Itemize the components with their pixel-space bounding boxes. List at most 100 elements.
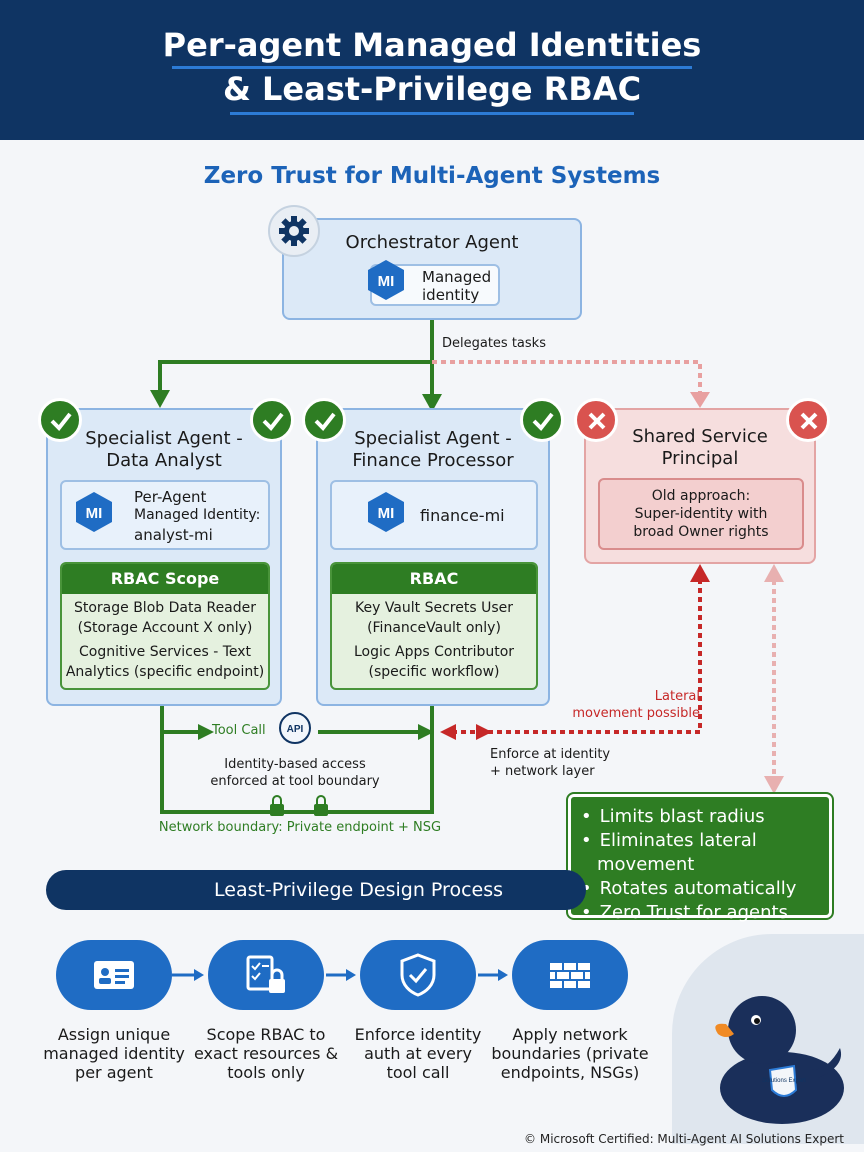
delegates-label: Delegates tasks: [442, 336, 546, 351]
arrow-head: [422, 394, 442, 412]
arrow-head: [198, 724, 214, 740]
process-title: Least-Privilege Design Process: [214, 879, 503, 901]
svg-text:Solutions Expert: Solutions Expert: [762, 1078, 806, 1084]
tool-call-label: Tool Call: [212, 723, 266, 738]
x-mark-icon: [786, 398, 830, 442]
lock-icon: [314, 804, 328, 816]
network-boundary-line: [160, 706, 434, 814]
benefit-item: Eliminates lateral movement: [597, 829, 829, 877]
identity-note-line1: Identity-based access: [224, 757, 366, 772]
shared-title-line1: Shared Service: [632, 426, 768, 447]
mi-line3: analyst-mi: [134, 526, 213, 544]
dotted-line: [432, 360, 702, 392]
mi-line1: Per-Agent: [134, 488, 207, 506]
x-mark-icon: [574, 398, 618, 442]
header-banner: Per-agent Managed Identities & Least-Pri…: [0, 0, 864, 140]
note-line1: Old approach:: [651, 488, 751, 504]
enforce-label-line2: + network layer: [490, 764, 595, 779]
lock-icon: [270, 804, 284, 816]
arrow-head: [418, 724, 434, 740]
check-icon: [38, 398, 82, 442]
enforce-label-line1: Enforce at identity: [490, 747, 611, 762]
rbac-header: RBAC: [332, 564, 536, 594]
title-underline: [172, 66, 692, 69]
agent-title-line1: Specialist Agent -: [354, 428, 512, 449]
svg-text:MI: MI: [86, 505, 103, 522]
check-icon: [520, 398, 564, 442]
step-assign-identity: [56, 940, 172, 1010]
arrow-head: [690, 392, 710, 408]
title-underline: [230, 112, 634, 115]
arrow-head: [440, 724, 456, 740]
role2-line1: Logic Apps Contributor: [353, 644, 515, 660]
mi-label-line2: identity: [422, 286, 480, 304]
identity-note-line2: enforced at tool boundary: [210, 774, 380, 789]
rbac-scope-panel: RBAC Scope Storage Blob Data Reader (Sto…: [60, 562, 270, 690]
managed-identity-icon: MI: [368, 260, 404, 300]
footer-copyright: © Microsoft Certified: Multi-Agent AI So…: [524, 1132, 844, 1146]
managed-identity-icon: MI: [368, 492, 404, 532]
svg-text:MI: MI: [378, 505, 395, 522]
agent-title-line2: Data Analyst: [106, 450, 222, 471]
benefit-item: Limits blast radius: [597, 805, 829, 829]
id-card-icon: [94, 961, 134, 989]
role2-line1: Cognitive Services - Text: [78, 644, 252, 660]
shared-service-principal-box: Shared Service Principal Old approach: S…: [584, 408, 816, 564]
agent-title-line1: Specialist Agent -: [85, 428, 243, 449]
shared-title-line2: Principal: [661, 448, 739, 469]
managed-identity-icon: MI: [76, 492, 112, 532]
page-title-line1: Per-agent Managed Identities: [162, 26, 702, 64]
role2-line2: Analytics (specific endpoint): [65, 664, 265, 680]
shield-check-icon: [400, 953, 436, 997]
role1-scope: (FinanceVault only): [367, 620, 501, 636]
agent-title-line2: Finance Processor: [352, 450, 514, 471]
rbac-scope-panel: RBAC Key Vault Secrets User (FinanceVaul…: [330, 562, 538, 690]
note-line2: Super-identity with: [634, 506, 768, 522]
lateral-label-line2: movement possible: [572, 706, 700, 721]
step-network-boundaries: [512, 940, 628, 1010]
role1: Key Vault Secrets User: [354, 600, 513, 616]
checklist-lock-icon: [246, 955, 285, 993]
lateral-movement-line: [452, 580, 702, 734]
check-icon: [250, 398, 294, 442]
mi-line2: Managed Identity:: [134, 507, 261, 523]
orchestrator-title: Orchestrator Agent: [345, 232, 519, 253]
finance-processor-agent-box: Specialist Agent - Finance Processor fin…: [316, 408, 550, 706]
rbac-header: RBAC Scope: [62, 564, 268, 594]
role1: Storage Blob Data Reader: [73, 600, 257, 616]
benefit-item: Zero Trust for agents: [597, 901, 829, 925]
benefit-item: Rotates automatically: [597, 877, 829, 901]
role1-scope: (Storage Account X only): [77, 620, 253, 636]
process-title-bar: Least-Privilege Design Process: [46, 870, 586, 910]
old-approach-panel: Old approach: Super-identity with broad …: [598, 478, 804, 550]
arrow-head: [150, 390, 170, 408]
page-subtitle: Zero Trust for Multi-Agent Systems: [203, 163, 661, 189]
delegate-line: [158, 360, 432, 392]
svg-text:MI: MI: [378, 273, 395, 290]
network-boundary-label: Network boundary: Private endpoint + NSG: [158, 820, 442, 835]
step-scope-rbac: [208, 940, 324, 1010]
benefits-box: Limits blast radius Eliminates lateral m…: [568, 794, 832, 923]
lateral-label-line1: Lateral: [654, 689, 700, 704]
mi-name: finance-mi: [420, 506, 505, 525]
step-enforce-identity: [360, 940, 476, 1010]
firewall-icon: [550, 963, 590, 988]
arrow-head: [690, 564, 710, 582]
svg-text:API: API: [287, 724, 304, 735]
rubber-duck-mascot: Solutions Expert: [715, 996, 844, 1124]
page-title-line2: & Least-Privilege RBAC: [222, 70, 642, 108]
note-line3: broad Owner rights: [633, 524, 769, 540]
api-icon: API: [272, 708, 318, 748]
check-icon: [302, 398, 346, 442]
arrow-head: [476, 724, 492, 740]
gear-icon: [268, 205, 320, 257]
role2-line2: (specific workflow): [368, 664, 500, 680]
managed-identity-panel: finance-mi: [330, 480, 538, 550]
mi-label-line1: Managed: [422, 268, 492, 286]
